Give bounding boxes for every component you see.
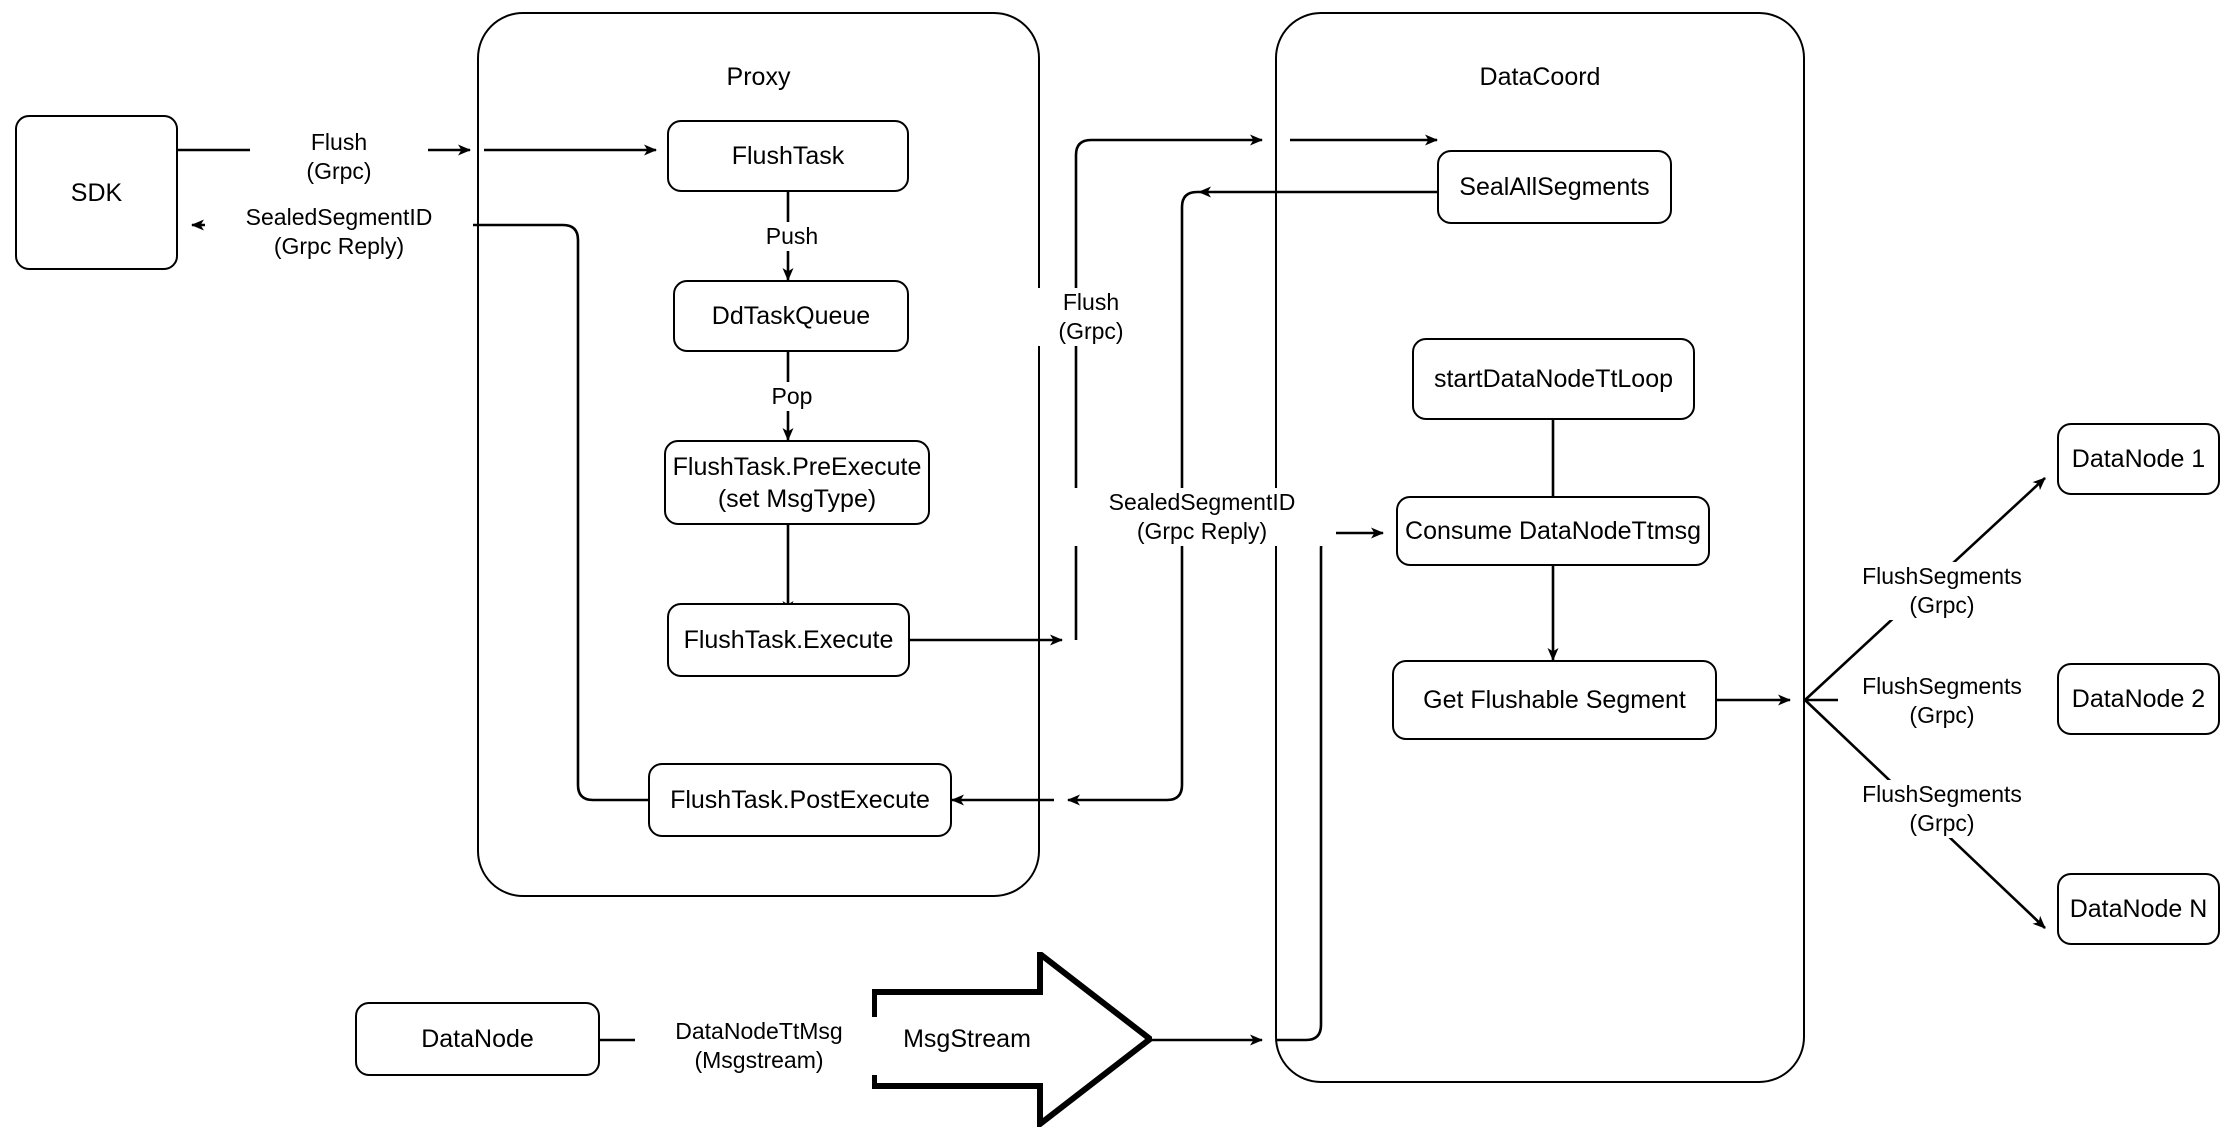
- node-msgstream-label: MsgStream: [903, 1025, 1031, 1053]
- node-datanode-source[interactable]: DataNode: [355, 1002, 600, 1076]
- container-proxy-label: Proxy: [726, 63, 791, 91]
- node-datanode-2[interactable]: DataNode 2: [2057, 663, 2220, 735]
- edge-label-flush-segments-1: FlushSegments (Grpc): [1838, 562, 2046, 620]
- edge-label-flush-segments-2: FlushSegments (Grpc): [1838, 672, 2046, 730]
- container-proxy: [477, 12, 1040, 897]
- node-get-flushable-segment[interactable]: Get Flushable Segment: [1392, 660, 1717, 740]
- edge-label-pop: Pop: [740, 382, 844, 411]
- edge-label-datacoord-to-proxy: SealedSegmentID (Grpc Reply): [1068, 488, 1336, 546]
- node-consume-datanode-ttmsg[interactable]: Consume DataNodeTtmsg: [1396, 496, 1710, 566]
- edge-label-flush-segments-n: FlushSegments (Grpc): [1838, 780, 2046, 838]
- edge-label-sdk-to-proxy: Flush (Grpc): [250, 128, 428, 186]
- edge-label-proxy-to-datacoord: Flush (Grpc): [1032, 288, 1150, 346]
- edge-label-datanode-ttmsg: DataNodeTtMsg (Msgstream): [635, 1017, 883, 1075]
- edge-flush-grpc-riser: [1074, 134, 1263, 640]
- node-flush-task-execute[interactable]: FlushTask.Execute: [667, 603, 910, 677]
- node-flush-task-preexecute[interactable]: FlushTask.PreExecute (set MsgType): [664, 440, 930, 525]
- node-start-datanode-tt-loop[interactable]: startDataNodeTtLoop: [1412, 338, 1695, 420]
- node-sdk[interactable]: SDK: [15, 115, 178, 270]
- node-msgstream[interactable]: [871, 947, 1155, 1131]
- container-datacoord-label: DataCoord: [1479, 63, 1601, 91]
- edge-label-proxy-to-sdk: SealedSegmentID (Grpc Reply): [205, 203, 473, 261]
- node-flush-task[interactable]: FlushTask: [667, 120, 909, 192]
- node-datanode-n[interactable]: DataNode N: [2057, 873, 2220, 945]
- node-seal-all-segments[interactable]: SealAllSegments: [1437, 150, 1672, 224]
- msgstream-arrow-shape: [871, 947, 1155, 1131]
- node-datanode-1[interactable]: DataNode 1: [2057, 423, 2220, 495]
- node-flush-task-postexecute[interactable]: FlushTask.PostExecute: [648, 763, 952, 837]
- edge-label-push: Push: [733, 222, 851, 251]
- node-dd-task-queue[interactable]: DdTaskQueue: [673, 280, 909, 352]
